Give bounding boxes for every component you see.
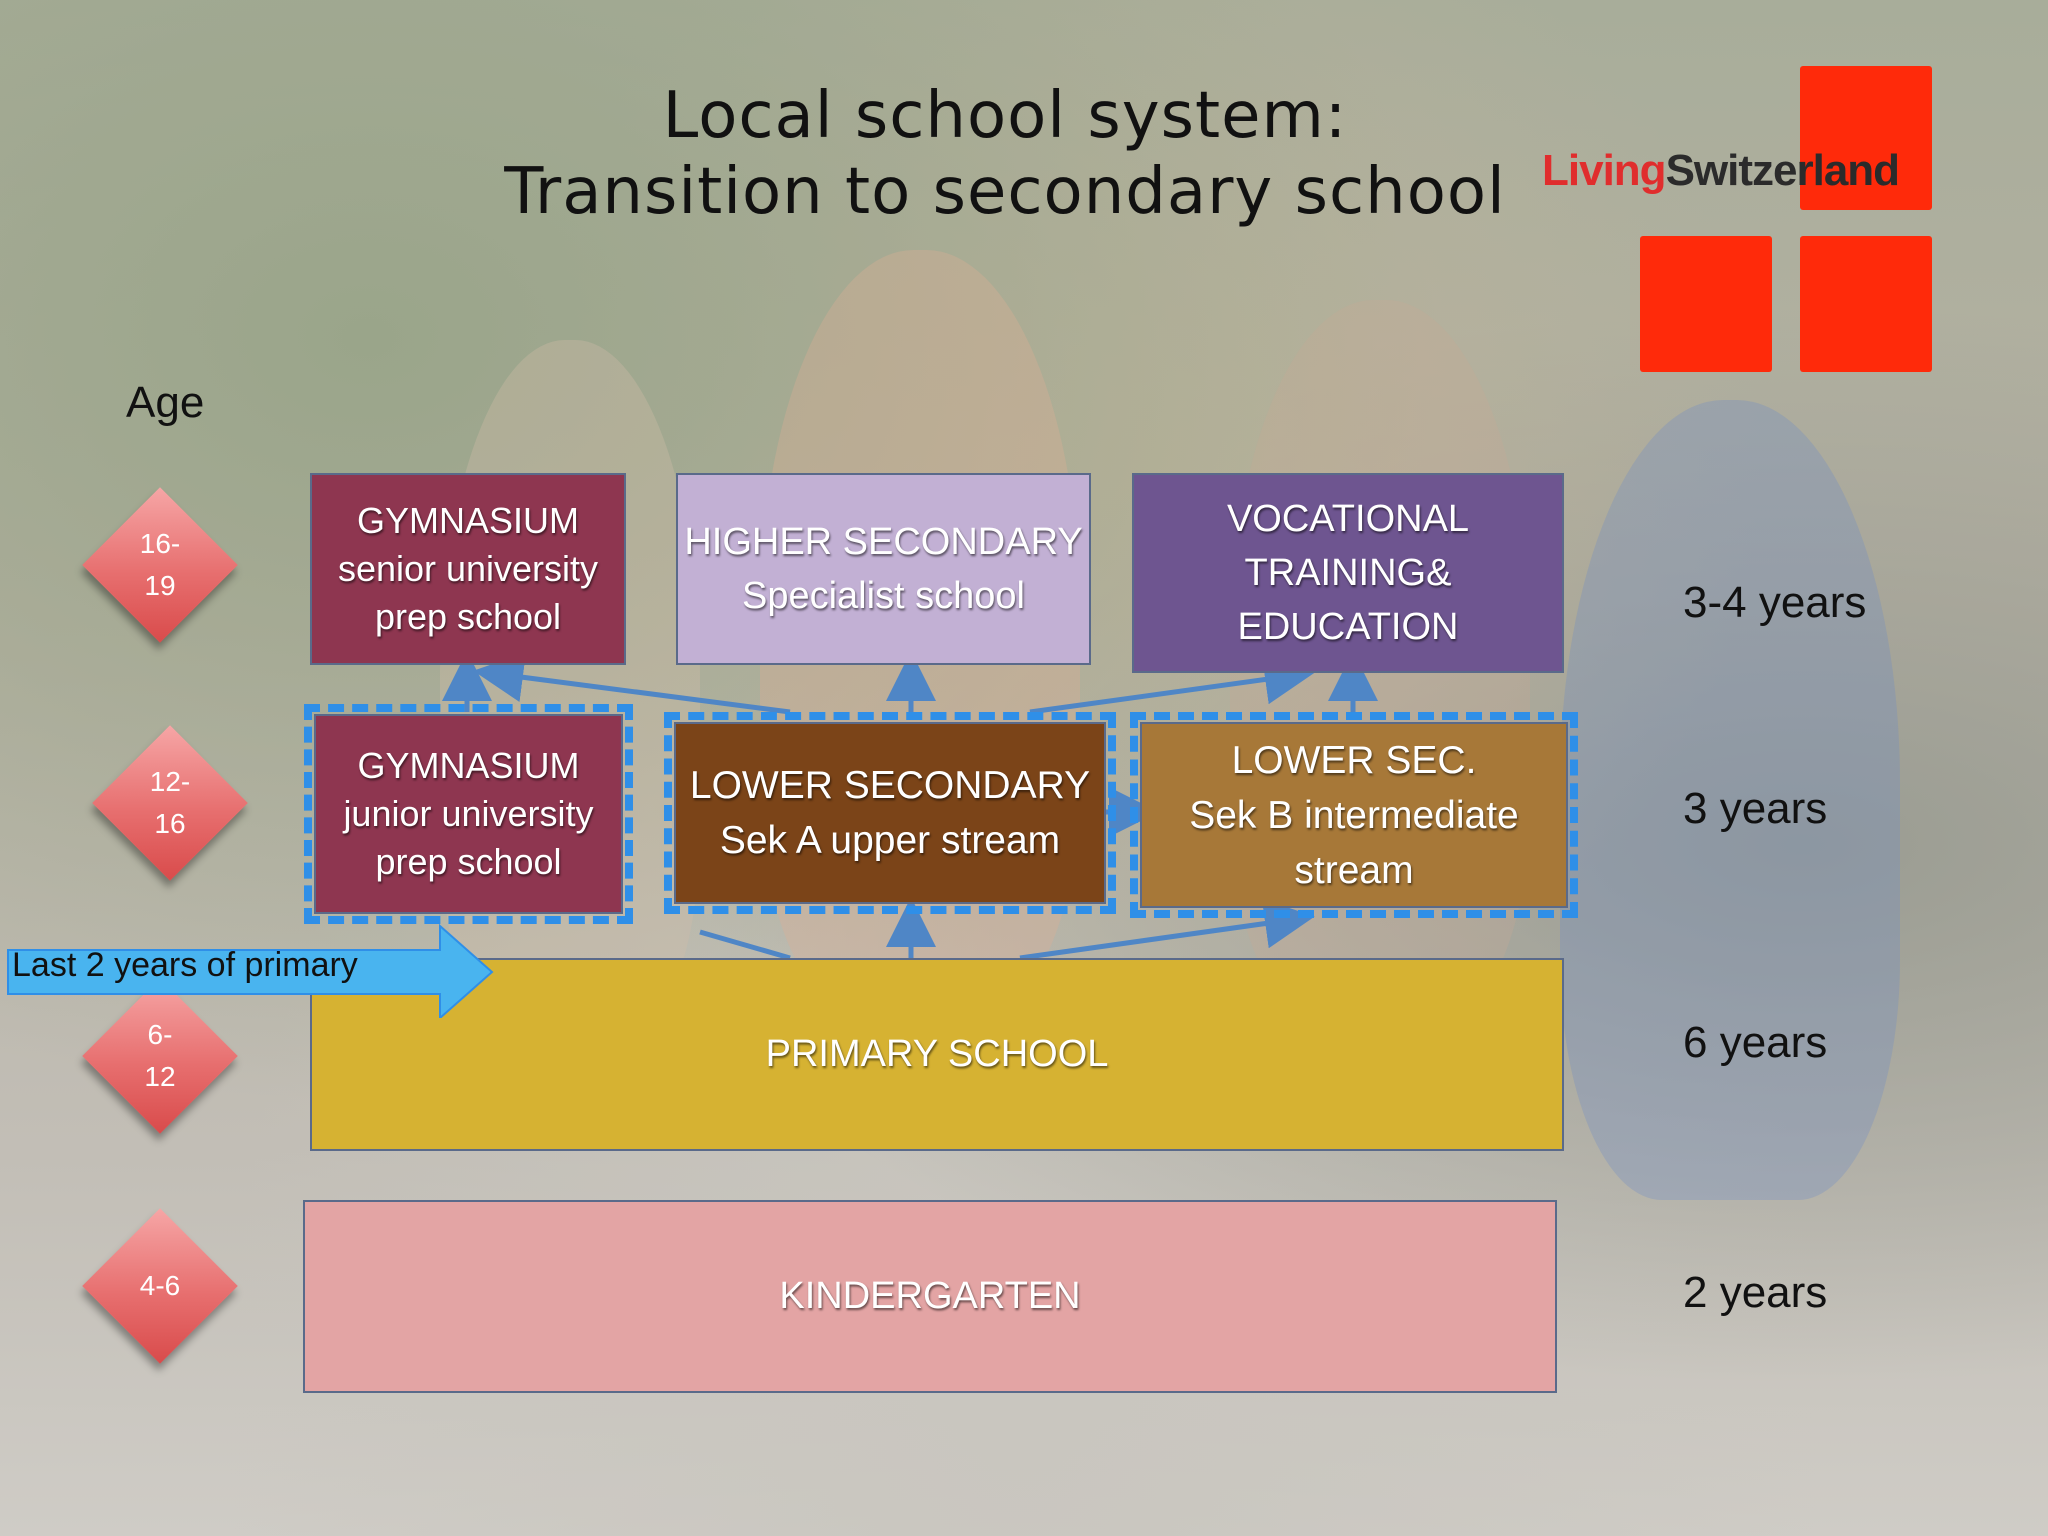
- box-line: Sek A upper stream: [719, 819, 1061, 862]
- slide-title: Local school system: Transition to secon…: [420, 78, 1590, 230]
- higher-secondary-box: HIGHER SECONDARY Specialist school: [676, 473, 1091, 665]
- box-line: KINDERGARTEN: [779, 1275, 1081, 1317]
- box-line: prep school: [375, 841, 562, 882]
- duration-lower-secondary: 3 years: [1683, 784, 1828, 833]
- arrow-seka-to-vocational: [1029, 654, 1315, 715]
- last-two-years-arrow: [7, 923, 494, 1018]
- arrow-primary-to-seka-left: [699, 929, 791, 961]
- arrow-seka-to-gym-senior: [473, 652, 791, 715]
- box-line: PRIMARY SCHOOL: [765, 1033, 1109, 1075]
- age-range-text: 12- 16: [149, 766, 191, 839]
- title-line-2: Transition to secondary school: [504, 155, 1506, 229]
- background-figure: [1560, 400, 1900, 1200]
- box-line: junior university: [343, 793, 594, 834]
- box-line: EDUCATION: [1237, 606, 1459, 648]
- box-line: HIGHER SECONDARY: [684, 521, 1083, 563]
- duration-kindergarten: 2 years: [1683, 1268, 1828, 1317]
- age-diamond-12-16: 12- 16: [80, 713, 260, 893]
- age-diamond-16-19: 16- 19: [70, 475, 250, 655]
- logo-square-bottom-left: [1640, 236, 1772, 372]
- logo-square-top: [1800, 66, 1932, 210]
- gymnasium-junior-box[interactable]: GYMNASIUM junior university prep school: [304, 704, 633, 924]
- arrow-primary-to-sekb: [1019, 898, 1315, 961]
- living-switzerland-logo: LivingSwitzerland: [1542, 146, 1900, 195]
- box-line: TRAINING&: [1244, 552, 1452, 594]
- box-line: prep school: [374, 596, 562, 637]
- lower-secondary-sek-b-box[interactable]: LOWER SEC. Sek B intermediate stream: [1130, 712, 1578, 918]
- primary-school-box: PRIMARY SCHOOL: [310, 958, 1564, 1151]
- age-diamond-6-12: 6- 12: [70, 966, 250, 1146]
- logo-square-bottom-right: [1800, 236, 1932, 372]
- age-diamond-4-6: 4-6: [70, 1196, 250, 1376]
- kindergarten-box: KINDERGARTEN: [303, 1200, 1557, 1393]
- age-range-text: 4-6: [139, 1270, 181, 1301]
- box-line: Sek B intermediate: [1189, 793, 1519, 837]
- box-line: VOCATIONAL: [1226, 498, 1470, 540]
- duration-primary: 6 years: [1683, 1018, 1828, 1067]
- lower-secondary-sek-a-box[interactable]: LOWER SECONDARY Sek A upper stream: [664, 712, 1116, 914]
- gymnasium-senior-box: GYMNASIUM senior university prep school: [310, 473, 626, 665]
- box-line: LOWER SEC.: [1231, 738, 1477, 782]
- box-line: Specialist school: [741, 575, 1026, 617]
- box-line: LOWER SECONDARY: [689, 764, 1091, 807]
- box-line: GYMNASIUM: [356, 500, 579, 541]
- age-range-text: 16- 19: [139, 528, 181, 601]
- duration-upper-secondary: 3-4 years: [1683, 578, 1867, 627]
- last-two-years-label: Last 2 years of primary: [12, 946, 358, 984]
- box-line: GYMNASIUM: [357, 745, 580, 786]
- age-range-text: 6- 12: [144, 1019, 176, 1092]
- vocational-box: VOCATIONAL TRAINING& EDUCATION: [1132, 473, 1564, 673]
- age-heading: Age: [126, 378, 205, 427]
- box-line: stream: [1294, 848, 1414, 892]
- box-line: senior university: [337, 548, 599, 589]
- title-line-1: Local school system:: [662, 79, 1348, 153]
